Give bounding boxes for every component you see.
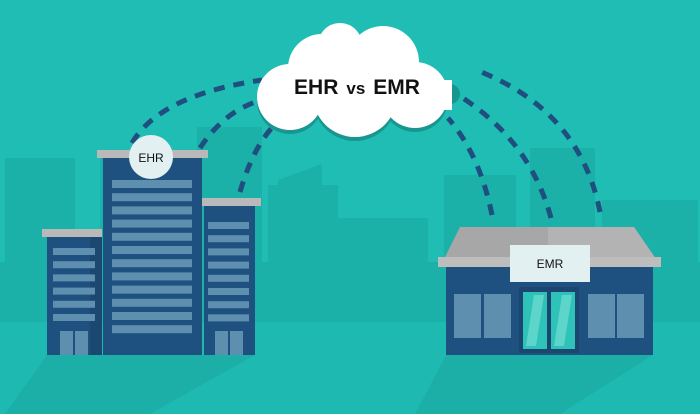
window [112,193,192,202]
emr-label: EMR [537,257,564,271]
windows [53,180,249,334]
window [112,298,192,307]
window [112,219,192,228]
window [588,294,615,338]
window [53,248,95,255]
window [617,294,644,338]
window [112,180,192,188]
dashed-arc [197,97,263,150]
emr-sign [510,245,590,282]
window [208,261,249,269]
dashed-arc [237,116,284,193]
window [53,261,95,269]
title: EHR vs EMR [294,76,420,99]
connection-arcs [129,67,603,219]
ehr-badge [129,135,173,179]
window [53,314,95,321]
roof-cap [202,198,261,206]
emr-building: EMR [438,227,661,355]
door [215,331,228,355]
window [208,248,249,256]
dashed-arc [475,67,603,213]
window [112,246,192,254]
window [454,294,481,338]
door [60,331,73,355]
window [112,285,192,294]
dashed-arc [129,77,263,145]
window [112,272,192,281]
window [112,259,192,268]
window [208,235,249,243]
building-shadows [5,355,653,414]
window [112,312,192,320]
title-emr: EMR [373,76,420,99]
window [53,300,95,308]
window [208,222,249,229]
ehr-building: EHR [42,135,261,355]
roof-cap [42,229,102,237]
window [112,206,192,215]
door [75,331,88,355]
ehr-label: EHR [138,151,164,165]
window [484,294,511,338]
window [208,301,249,309]
window [53,274,95,282]
window [208,288,249,295]
window [208,314,249,322]
door [230,331,243,355]
cloud: EHR vs EMR [257,23,460,141]
window [53,287,95,295]
window [112,325,192,334]
title-vs: vs [346,79,365,98]
window [208,274,249,282]
title-ehr: EHR [294,76,338,99]
window [112,232,192,241]
